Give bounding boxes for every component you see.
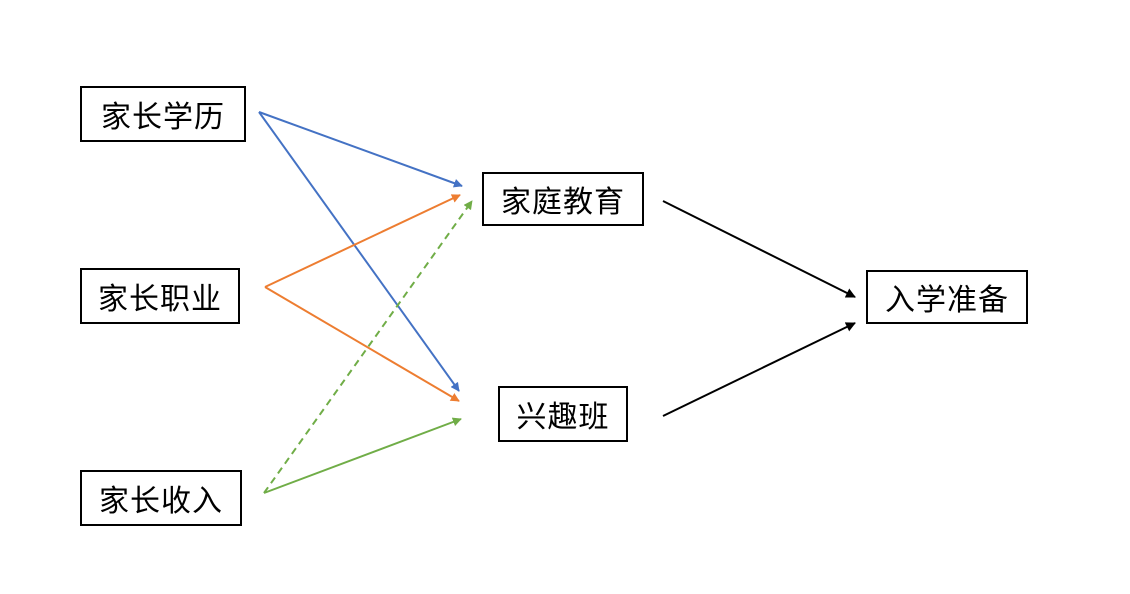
node-school-readiness: 入学准备 bbox=[866, 270, 1028, 324]
node-parent-income: 家长收入 bbox=[80, 470, 242, 526]
edge-parent-education-to-interest-class bbox=[258, 111, 460, 392]
edge-parent-occupation-to-family-education bbox=[264, 194, 461, 288]
edge-parent-income-to-interest-class bbox=[263, 417, 462, 494]
edge-interest-class-to-school-readiness bbox=[662, 322, 856, 417]
node-parent-education: 家长学历 bbox=[80, 86, 246, 142]
edge-parent-education-to-family-education bbox=[258, 111, 463, 188]
edge-family-education-to-school-readiness bbox=[662, 200, 856, 298]
node-parent-occupation: 家长职业 bbox=[80, 268, 240, 324]
node-interest-class: 兴趣班 bbox=[498, 386, 628, 442]
node-family-education: 家庭教育 bbox=[482, 172, 644, 226]
edge-parent-occupation-to-interest-class bbox=[264, 286, 460, 402]
